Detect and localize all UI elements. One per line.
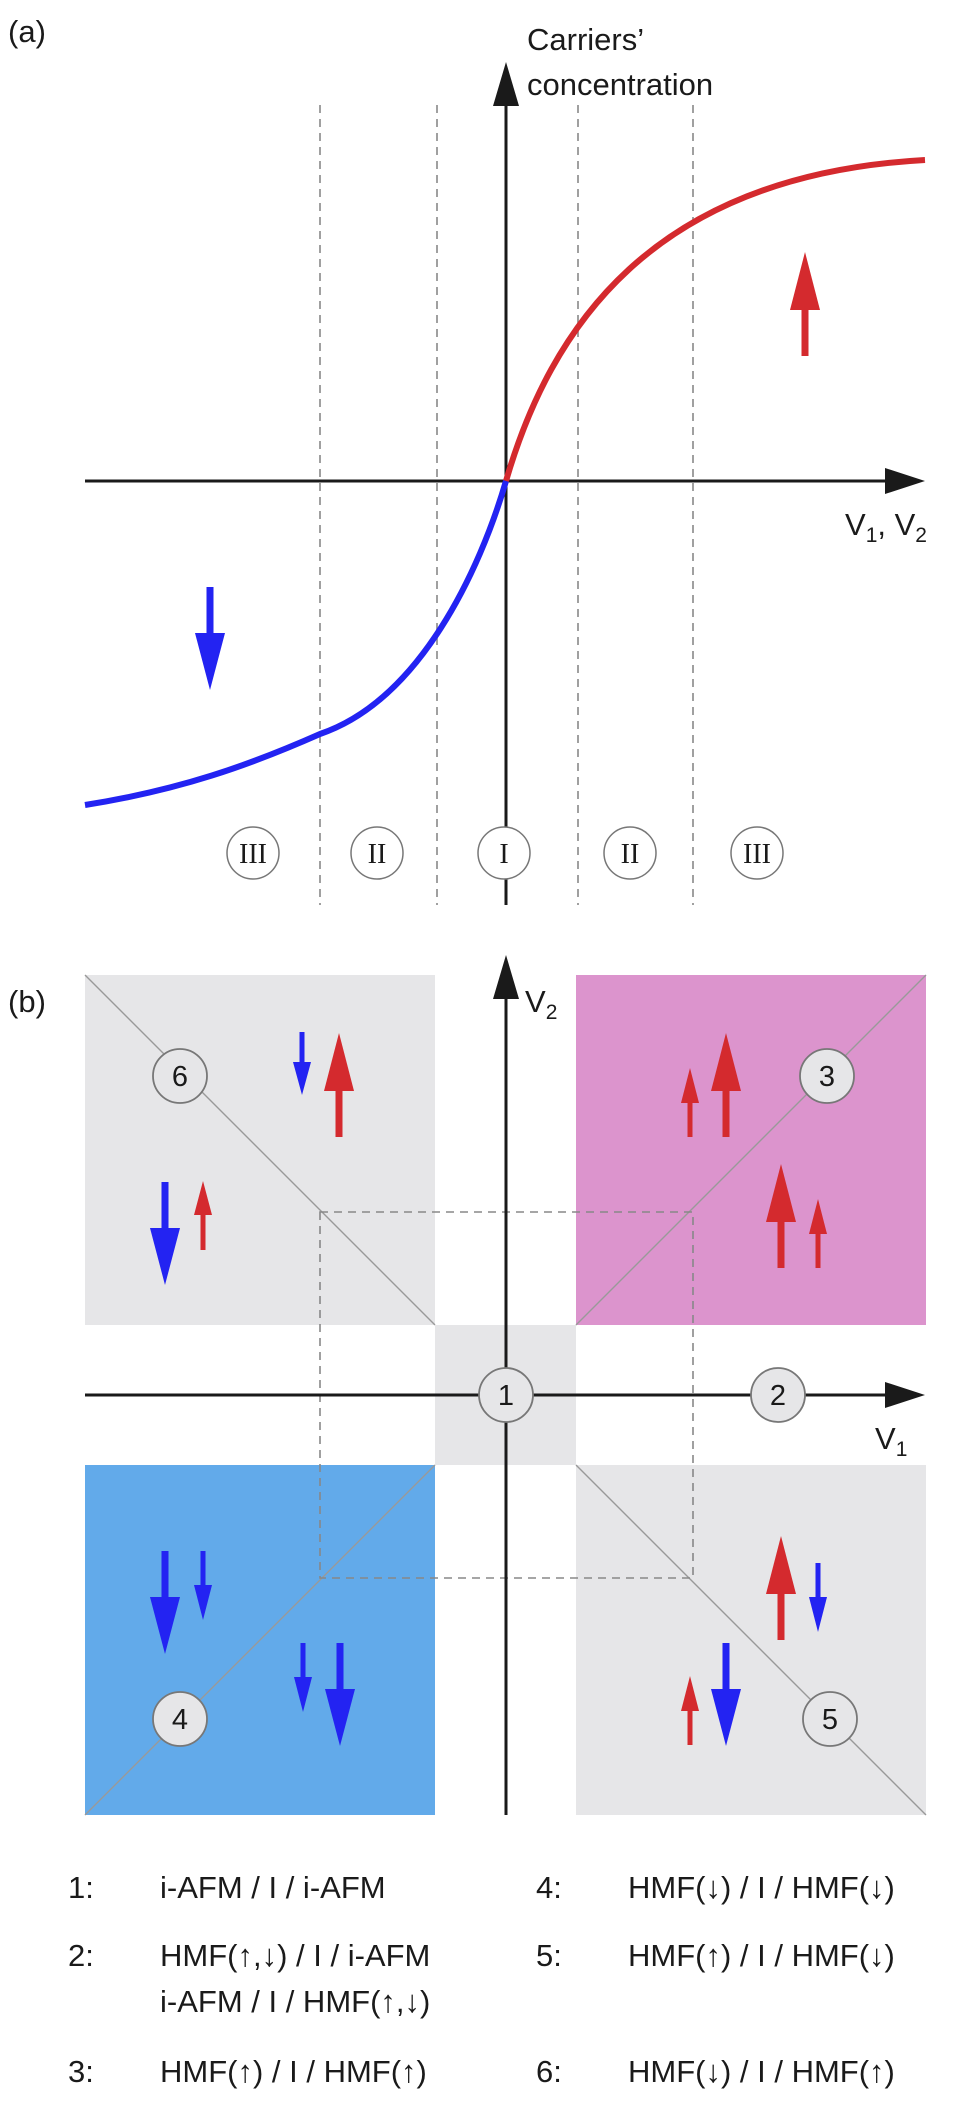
v1-axis-arrowhead xyxy=(885,1382,925,1408)
spin-up-small-arrow-icon xyxy=(681,1676,699,1745)
v2-label-v: V xyxy=(525,984,546,1019)
legend-key-3: 3: xyxy=(68,2054,94,2089)
spin-down-curve xyxy=(84,480,509,808)
x-label-sub-1: 1 xyxy=(866,524,878,547)
legend-key-4: 4: xyxy=(536,1870,562,1905)
quadrant-diagonals xyxy=(84,974,927,1816)
quadrant-5-arrows xyxy=(681,1536,827,1746)
spin-up-small-arrow-icon xyxy=(681,1068,699,1137)
y-axis-label-line2: concentration xyxy=(527,67,713,102)
spin-up-arrow-icon xyxy=(790,252,820,356)
region-marker-circle xyxy=(226,826,280,880)
y-axis-label-line1: Carriers’ xyxy=(527,22,644,57)
marker-label: 3 xyxy=(819,1061,835,1093)
marker-circle xyxy=(478,1367,534,1423)
v2-axis-arrowhead xyxy=(493,955,519,999)
marker-circle xyxy=(750,1367,806,1423)
spin-up-curve xyxy=(503,157,926,482)
panel-a-label: (a) xyxy=(8,14,46,49)
marker-label: 5 xyxy=(822,1704,838,1736)
region-boundaries xyxy=(319,105,694,905)
spin-down-small-arrow-icon xyxy=(294,1643,312,1712)
x-axis-a-arrowhead xyxy=(885,468,925,494)
v1-label-v: V xyxy=(875,1421,896,1456)
spin-up-large-arrow-icon xyxy=(711,1033,741,1137)
spin-down-large-arrow-icon xyxy=(711,1643,741,1746)
panel-a: (a) Carriers’ concentration V1, V2 xyxy=(8,14,927,905)
v2-axis-label: V2 xyxy=(525,984,557,1024)
legend: 1: i-AFM / I / i-AFM 2: HMF(↑,↓) / I / i… xyxy=(68,1870,895,2089)
marker-circle xyxy=(152,1048,208,1104)
spin-down-small-arrow-icon xyxy=(293,1032,311,1095)
panel-b: (b) V2 V1 xyxy=(8,955,927,1816)
marker-circle xyxy=(802,1691,858,1747)
x-axis-label-a: V1, V2 xyxy=(845,507,927,547)
legend-text-2a: HMF(↑,↓) / I / i-AFM xyxy=(160,1938,430,1973)
panel-b-label: (b) xyxy=(8,984,46,1019)
spin-down-small-arrow-icon xyxy=(194,1551,212,1620)
spin-up-large-arrow-icon xyxy=(766,1536,796,1640)
legend-text-3: HMF(↑) / I / HMF(↑) xyxy=(160,2054,427,2089)
spin-down-arrow-icon xyxy=(195,587,225,690)
region-markers: III II I II III xyxy=(226,826,784,880)
spin-up-small-arrow-icon xyxy=(809,1199,827,1268)
quadrant-3-arrows xyxy=(681,1033,827,1268)
y-axis-a-arrowhead xyxy=(493,62,519,106)
quadrant-6-arrows xyxy=(150,1032,354,1285)
legend-text-5: HMF(↑) / I / HMF(↓) xyxy=(628,1938,895,1973)
phase-markers: 1 2 3 4 5 6 xyxy=(152,1048,858,1747)
spin-up-large-arrow-icon xyxy=(766,1164,796,1268)
region-label: III xyxy=(743,839,771,870)
legend-key-6: 6: xyxy=(536,2054,562,2089)
quadrant-4-arrows xyxy=(150,1551,355,1746)
region-marker-circle xyxy=(603,826,657,880)
x-label-sub-2: 2 xyxy=(915,524,927,547)
diagonal-line xyxy=(575,1464,927,1816)
x-label-v: V xyxy=(845,507,866,542)
v1-label-sub: 1 xyxy=(896,1438,908,1461)
region-marker-circle xyxy=(730,826,784,880)
diagonal-line xyxy=(84,1464,436,1816)
spin-down-large-arrow-icon xyxy=(325,1643,355,1746)
spin-down-large-arrow-icon xyxy=(150,1551,180,1654)
region-marker-circle xyxy=(350,826,404,880)
legend-key-5: 5: xyxy=(536,1938,562,1973)
marker-label: 2 xyxy=(770,1380,786,1412)
v1-axis-label: V1 xyxy=(875,1421,907,1461)
spin-down-small-arrow-icon xyxy=(809,1563,827,1632)
legend-text-4: HMF(↓) / I / HMF(↓) xyxy=(628,1870,895,1905)
spin-down-large-arrow-icon xyxy=(150,1182,180,1285)
legend-text-2b: i-AFM / I / HMF(↑,↓) xyxy=(160,1984,430,2019)
legend-text-1: i-AFM / I / i-AFM xyxy=(160,1870,386,1905)
legend-text-6: HMF(↓) / I / HMF(↑) xyxy=(628,2054,895,2089)
legend-key-1: 1: xyxy=(68,1870,94,1905)
diagonal-line xyxy=(84,974,436,1326)
spin-up-large-arrow-icon xyxy=(324,1033,354,1137)
marker-label: 6 xyxy=(172,1061,188,1093)
diagonal-line xyxy=(575,974,927,1326)
marker-circle xyxy=(152,1691,208,1747)
v2-label-sub: 2 xyxy=(546,1001,558,1024)
x-label-sep: , V xyxy=(877,507,915,542)
region-marker-circle xyxy=(477,826,531,880)
marker-circle xyxy=(799,1048,855,1104)
legend-key-2: 2: xyxy=(68,1938,94,1973)
marker-label: 1 xyxy=(498,1380,514,1412)
region-label: III xyxy=(239,839,267,870)
marker-label: 4 xyxy=(172,1704,188,1736)
region-label: II xyxy=(621,839,640,870)
spin-up-small-arrow-icon xyxy=(194,1181,212,1250)
region-label: I xyxy=(499,839,508,870)
region-label: II xyxy=(368,839,387,870)
